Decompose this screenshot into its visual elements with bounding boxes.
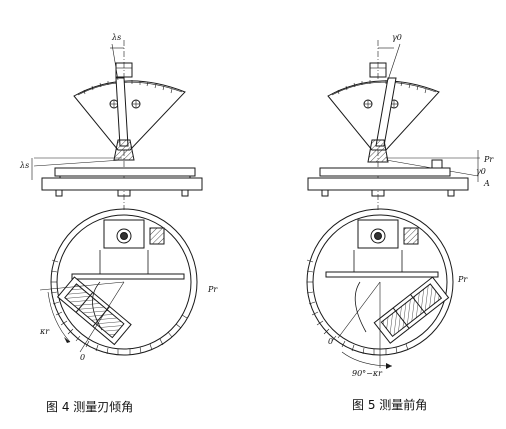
right-table <box>326 272 438 277</box>
left-base-plate <box>42 178 202 190</box>
right-blade <box>368 140 388 162</box>
right-tool-holder <box>374 277 448 343</box>
right-clamp <box>404 228 418 244</box>
right-top-plate <box>320 168 450 176</box>
right-foot-2 <box>448 190 454 196</box>
left-table <box>72 274 184 279</box>
right-small-block <box>432 160 442 168</box>
left-foot-center <box>118 190 130 196</box>
left-foot-1 <box>56 190 62 196</box>
right-plane-top-label: Pr <box>483 155 494 164</box>
left-origin-label: 0 <box>80 353 85 362</box>
right-ring-ticks <box>307 260 408 355</box>
left-clamp <box>150 228 164 244</box>
left-plane-label: Pr <box>207 285 218 294</box>
left-ring-ticks <box>51 260 187 355</box>
right-origin-label: 0 <box>328 337 333 346</box>
left-top-plate <box>55 168 195 176</box>
left-blade <box>114 140 134 160</box>
figure-right-caption: 图 5 测量前角 <box>352 398 428 412</box>
right-side-angle-label: γ0 <box>476 167 486 176</box>
right-foot-center <box>372 190 384 196</box>
left-side-angle-label: λs <box>19 161 29 170</box>
right-bottom-angle-label: 90°−κr <box>352 369 383 378</box>
figure-left <box>32 40 202 355</box>
right-plane-label: Pr <box>457 275 468 284</box>
right-base-plate <box>308 178 468 190</box>
right-knob <box>370 63 386 77</box>
left-scale-ticks <box>84 80 172 94</box>
left-top-angle-label: λs <box>111 33 121 42</box>
right-scale-ticks <box>338 80 426 94</box>
figure-left-caption: 图 4 测量刃倾角 <box>46 400 134 414</box>
figure-right <box>307 40 480 369</box>
left-foot-2 <box>182 190 188 196</box>
left-kappa-label: κr <box>39 327 50 336</box>
right-foot-1 <box>322 190 328 196</box>
left-protractor <box>74 81 185 150</box>
left-tool-holder <box>58 277 131 344</box>
right-section-label: A <box>483 179 490 188</box>
right-top-angle-label: γ0 <box>392 33 402 42</box>
left-knob <box>116 63 132 77</box>
